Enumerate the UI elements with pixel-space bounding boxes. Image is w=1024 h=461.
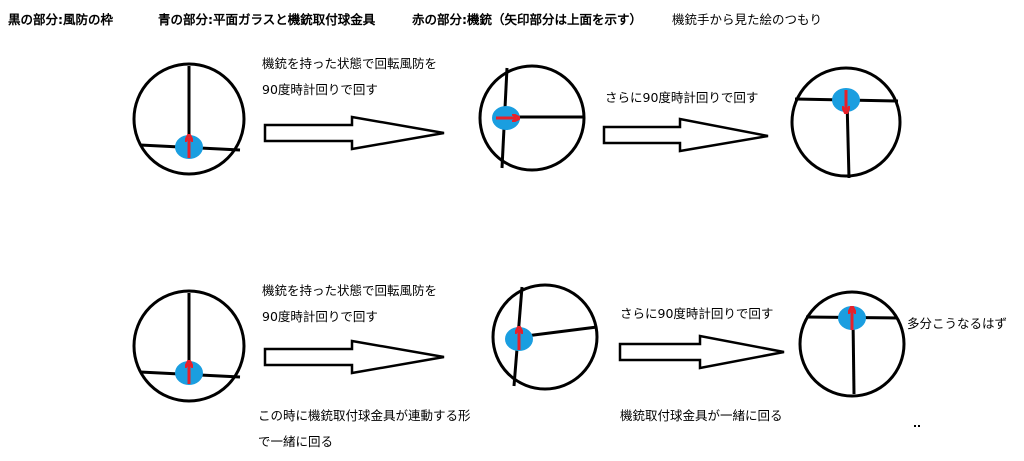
row2-note2: 機銃取付球金具が一緒に回る bbox=[620, 408, 783, 423]
canopy-row1-initial bbox=[132, 62, 246, 176]
legend-red: 赤の部分:機銃（矢印部分は上面を示す） bbox=[412, 12, 642, 27]
row1-step2: さらに90度時計回りで回す bbox=[605, 90, 759, 105]
process-arrow-row2-b bbox=[618, 334, 785, 370]
canopy-row1-rotated-180 bbox=[790, 66, 902, 179]
row2-note1-line1: この時に機銃取付球金具が連動する形 bbox=[258, 408, 471, 423]
process-arrow-row1-a bbox=[263, 115, 445, 151]
canopy-row2-initial bbox=[132, 289, 246, 403]
legend-view: 機銃手から見た絵のつもり bbox=[672, 12, 823, 27]
process-arrow-row2-a bbox=[263, 339, 445, 375]
process-arrow-row1-b bbox=[602, 117, 769, 153]
canopy-row2-rotated-180 bbox=[798, 290, 906, 398]
row2-step1-line2: 90度時計回りで回す bbox=[262, 309, 378, 324]
legend-blue: 青の部分:平面ガラスと機銃取付球金具 bbox=[158, 12, 376, 27]
row2-step1-line1: 機銃を持った状態で回転風防を bbox=[262, 283, 438, 298]
stray-dot bbox=[914, 425, 916, 427]
row2-result: 多分こうなるはず bbox=[907, 316, 1008, 331]
canopy-row2-rotated-90 bbox=[491, 283, 599, 391]
legend-black: 黒の部分:風防の枠 bbox=[8, 12, 113, 27]
row2-step2: さらに90度時計回りで回す bbox=[620, 306, 774, 321]
row2-note1-line2: で一緒に回る bbox=[258, 434, 334, 449]
row1-step1-line1: 機銃を持った状態で回転風防を bbox=[262, 56, 438, 71]
row1-step1-line2: 90度時計回りで回す bbox=[262, 82, 378, 97]
stray-dot bbox=[918, 425, 920, 427]
canopy-row1-rotated-90 bbox=[478, 64, 586, 172]
